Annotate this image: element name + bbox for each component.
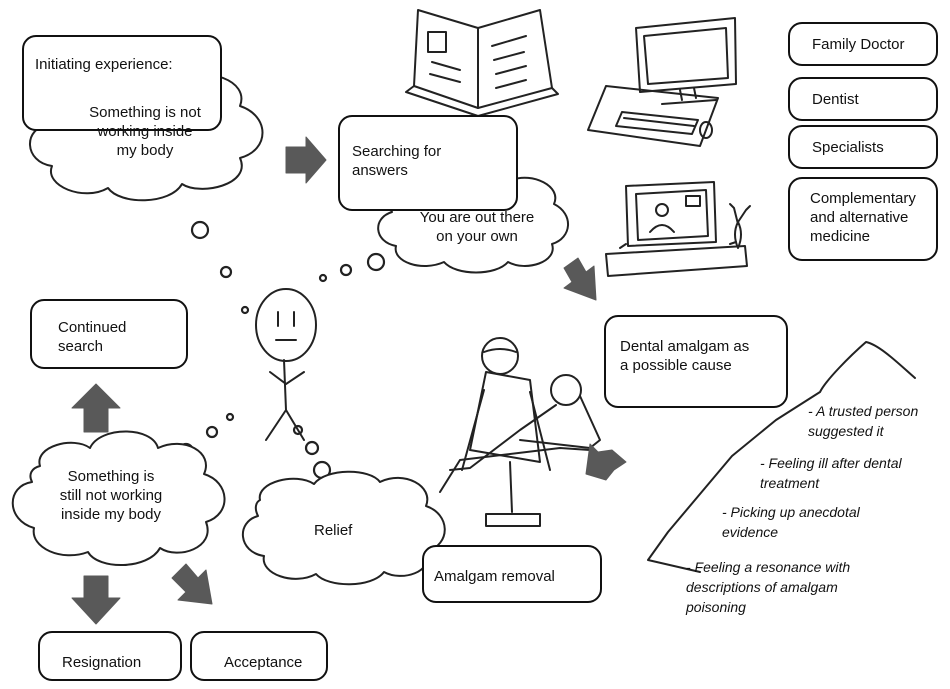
- flow-arrows: [71, 136, 627, 625]
- provider-specialists: Specialists: [788, 125, 938, 169]
- arrow-to-continued: [71, 383, 121, 433]
- book-sketch: [405, 9, 559, 117]
- continued-search-box: Continued search: [30, 299, 188, 369]
- provider-cam: Complementary and alternative medicine: [788, 177, 938, 261]
- still-not-text: Something is still not working inside my…: [59, 468, 163, 523]
- provider-family-doctor: Family Doctor: [788, 22, 938, 66]
- arrow-to-removal: [585, 443, 627, 481]
- reason-resonance: - Feeling a resonance with descriptions …: [686, 559, 851, 615]
- initiating-experience-box: [22, 35, 222, 131]
- arrow-to-acceptance: [171, 563, 213, 605]
- computer-sketch: [587, 17, 737, 147]
- reason-trusted-person: - A trusted person suggested it: [808, 403, 919, 439]
- cloud-body-text: Something is not working inside my body: [89, 104, 201, 159]
- arrow-to-searching: [285, 136, 327, 184]
- resignation-box: Resignation: [38, 631, 182, 681]
- initiating-experience-label: Initiating experience:: [35, 56, 173, 73]
- reasons-bracket: [647, 341, 916, 573]
- dental-cause-box: Dental amalgam as a possible cause: [604, 315, 788, 408]
- provider-dentist: Dentist: [788, 77, 938, 121]
- relief-text: Relief: [314, 522, 353, 539]
- dentist-scene-sketch: [439, 337, 601, 527]
- amalgam-removal-box: Amalgam removal: [422, 545, 602, 603]
- stick-figure: [255, 288, 317, 441]
- arrow-to-dental: [563, 257, 597, 301]
- arrow-to-resignation: [71, 575, 121, 625]
- video-call-sketch: [605, 181, 751, 277]
- searching-text: Searching for answers: [352, 143, 442, 179]
- thought-dots: [177, 220, 386, 480]
- reason-ill-after-treatment: - Feeling ill after dental treatment: [760, 455, 902, 491]
- alone-text: You are out there on your own: [419, 209, 535, 245]
- reason-anecdotal-evidence: - Picking up anecdotal evidence: [722, 504, 860, 540]
- acceptance-box: Acceptance: [190, 631, 328, 681]
- cloud-still: [11, 430, 226, 566]
- searching-box: [338, 115, 518, 211]
